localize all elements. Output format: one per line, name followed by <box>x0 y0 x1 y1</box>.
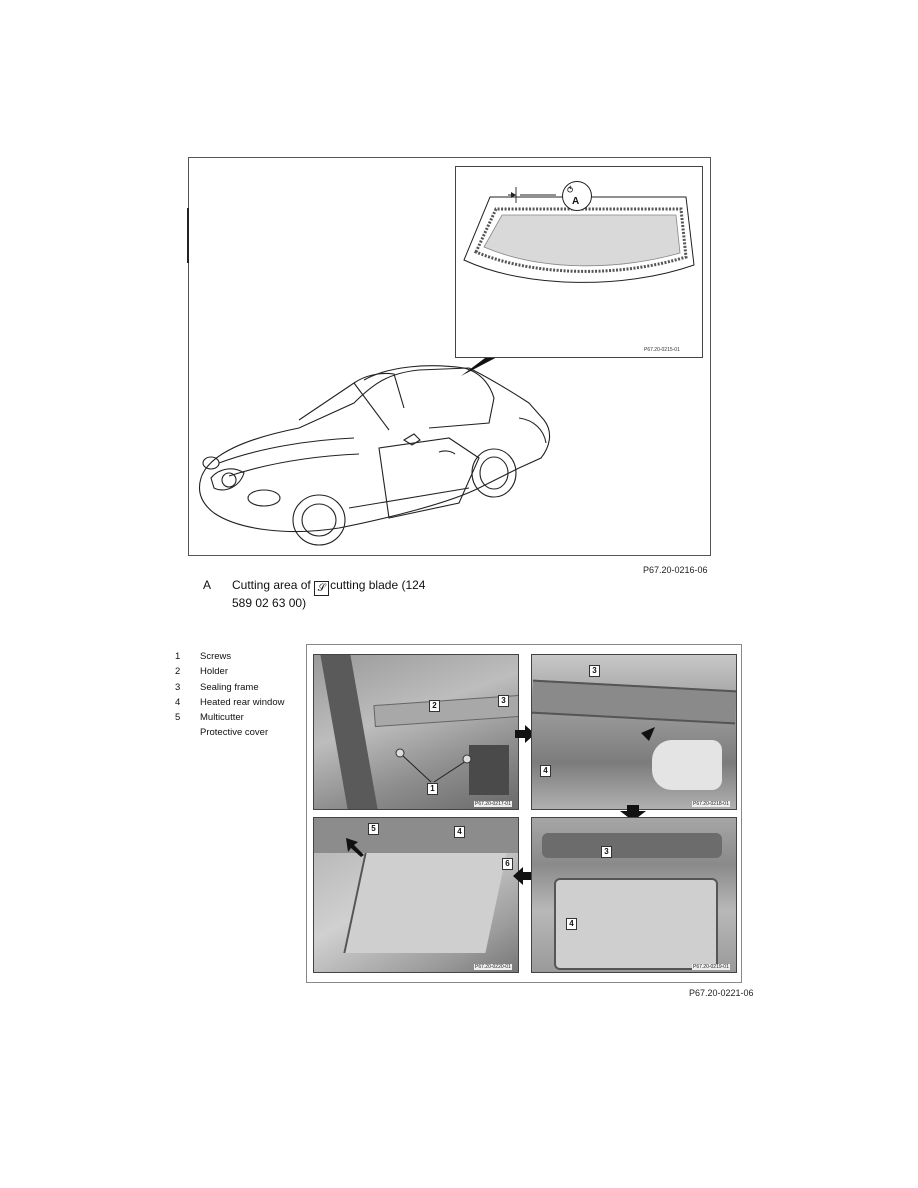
legend-a-text-pre: Cutting area of <box>232 578 311 592</box>
pointer-arrow-icon <box>346 838 364 857</box>
tag: 4 <box>540 765 551 777</box>
hook-icon: ⥀ <box>567 185 574 195</box>
tag: 3 <box>601 846 612 858</box>
panel-code: P67.20-0219-01 <box>692 964 730 970</box>
inset-letter: A <box>572 196 580 207</box>
legend-a-text-line2: 589 02 63 00) <box>232 596 307 610</box>
tag: 4 <box>454 826 465 838</box>
tag: 6 <box>502 858 513 870</box>
figure-rear-window-removal: 2 3 1 P67.20-0217-01 3 4 P67.20-0218-01 … <box>306 644 742 983</box>
tag: 2 <box>429 700 440 712</box>
legend-a-letter: A <box>203 578 212 592</box>
figure-windshield: ⥀ A P67.20-0215-01 <box>187 157 711 556</box>
figure1-code: P67.20-0216-06 <box>643 565 708 575</box>
tag: 1 <box>427 783 438 795</box>
arrow-down-icon <box>620 805 646 821</box>
inset-code: P67.20-0215-01 <box>644 347 680 353</box>
arrow-right-icon <box>515 725 535 743</box>
cutting-tool-symbol: ⥀ A <box>562 181 592 211</box>
panel-code: P67.20-0217-01 <box>474 801 512 807</box>
pointer-arrow-icon <box>629 727 655 753</box>
tag: 4 <box>566 918 577 930</box>
figure2-code: P67.20-0221-06 <box>689 988 754 998</box>
rear-window-outline <box>463 187 695 283</box>
cutting-blade-icon: 𝒮 <box>314 581 330 596</box>
legend-item: Protective cover <box>200 727 269 739</box>
photo-panel-4: 3 4 P67.20-0219-01 <box>531 817 737 973</box>
panel-code: P67.20-0218-01 <box>692 801 730 807</box>
inset-rear-window-detail: ⥀ A P67.20-0215-01 <box>455 166 703 358</box>
panel-code: P67.20-0220-01 <box>474 964 512 970</box>
legend-a: A <box>203 578 211 592</box>
legend-a-text-post: cutting blade (124 <box>330 578 426 592</box>
car-illustration <box>198 355 551 546</box>
photo-panel-3: 5 4 6 P67.20-0220-01 <box>313 817 519 973</box>
tag: 5 <box>368 823 379 835</box>
margin-mark <box>187 208 189 263</box>
photo-panel-1: 2 3 1 P67.20-0217-01 <box>313 654 519 810</box>
tag: 3 <box>498 695 509 707</box>
photo-panel-2: 3 4 P67.20-0218-01 <box>531 654 737 810</box>
tag: 3 <box>589 665 600 677</box>
arrow-left-icon <box>513 867 533 885</box>
